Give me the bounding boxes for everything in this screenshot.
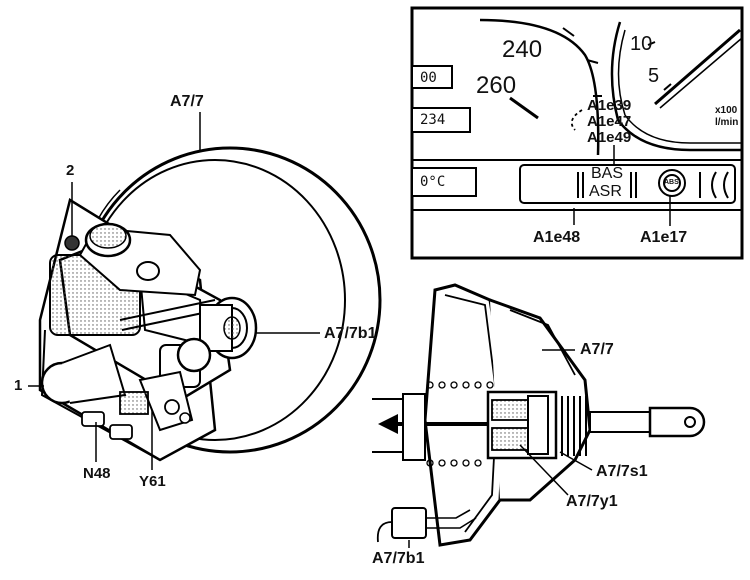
speedo-mark-240: 240 [502, 36, 543, 63]
label-reservoir-item: 2 [66, 162, 75, 179]
label-pedal-sensor-left: A7/7b1 [324, 325, 377, 342]
instrument-cluster-inset [410, 6, 744, 260]
tacho-mark-5: 5 [648, 65, 660, 87]
label-booster-unit-section: A7/7 [580, 341, 614, 358]
odometer-bottom-readout: 234 [420, 112, 446, 128]
label-bas-lamp: A1e48 [533, 229, 581, 246]
asr-indicator-text: ASR [589, 183, 622, 200]
booster-cross-section [372, 283, 706, 548]
label-release-switch: A7/7s1 [596, 463, 648, 480]
label-booster-unit: A7/7 [170, 93, 204, 110]
label-master-cylinder-item: 1 [14, 377, 23, 394]
bas-indicator-text: BAS [591, 165, 624, 182]
label-solenoid-valve: Y61 [139, 473, 166, 490]
label-indicator-3: A1e49 [587, 129, 632, 146]
brake-booster-assembly [28, 112, 382, 470]
label-indicator-2: A1e47 [587, 113, 632, 130]
abs-lamp-text: ABS [664, 179, 679, 186]
odometer-top-readout: 00 [420, 70, 437, 86]
tacho-unit-bottom: l/min [715, 117, 739, 128]
label-abs-lamp: A1e17 [640, 229, 688, 246]
label-pressure-sensor: N48 [83, 465, 111, 482]
speedo-mark-260: 260 [476, 72, 517, 99]
tacho-unit-top: x100 [715, 105, 738, 116]
label-indicator-1: A1e39 [587, 97, 632, 114]
tacho-mark-10: 10 [630, 33, 653, 55]
label-pedal-sensor-section: A7/7b1 [372, 550, 425, 567]
label-solenoid-section: A7/7y1 [566, 493, 618, 510]
temperature-readout: 0°C [420, 174, 446, 190]
